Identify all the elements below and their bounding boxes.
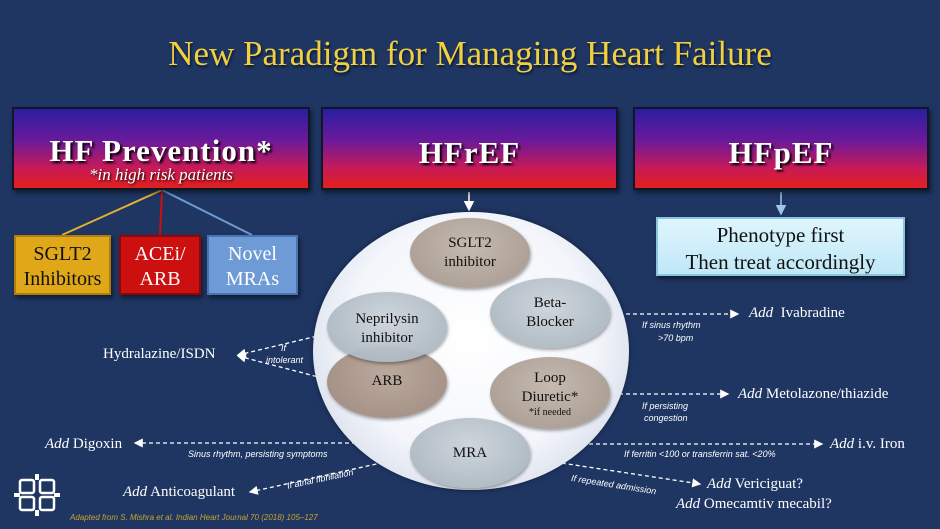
source-credit: Adapted from S. Mishra et al. Indian Hea… [70, 513, 318, 522]
oval-mra-label: MRA [452, 445, 488, 461]
oval-neprilysin-inhibitor: Neprilysin inhibitor [327, 292, 447, 362]
outcome-iron-text: i.v. Iron [857, 436, 905, 452]
oval-loop-line2: Diuretic* [521, 389, 579, 405]
outcome-iron: Add i.v. Iron [830, 436, 905, 453]
tree-line-mra [161, 189, 253, 236]
oval-neprilysin-line1: Neprilysin [355, 311, 419, 327]
cond-ivabradine-1: If sinus rhythm [642, 320, 701, 330]
cond-digoxin: Sinus rhythm, persisting symptoms [188, 449, 328, 459]
cond-metolazone-1: If persisting [642, 401, 689, 411]
oval-sglt2-line1: SGLT2 [448, 235, 492, 251]
outcome-metolazone-text: Metolazone/thiazide [765, 386, 889, 402]
box-pheno-line1: Phenotype first [716, 223, 845, 247]
oval-sglt2-inhibitor: SGLT2 inhibitor [410, 218, 530, 288]
outcome-anticoagulant-prefix: Add [123, 484, 148, 500]
outcome-vericiguat-prefix: Add [707, 476, 732, 492]
outcome-ivabradine-prefix: Add [749, 305, 774, 321]
cond-iron: If ferritin <100 or transferrin sat. <20… [624, 449, 776, 459]
outcome-ivabradine-text: Ivabradine [780, 305, 845, 321]
box-acei-line2: ARB [139, 268, 181, 290]
outcome-omecamtiv-prefix: Add [676, 496, 701, 512]
box-sglt2-inhibitors: SGLT2 Inhibitors [14, 235, 111, 295]
box-phenotype-first: Phenotype first Then treat accordingly [656, 217, 905, 276]
tree-line-sglt2 [61, 189, 163, 236]
tree-line-acei [159, 189, 163, 236]
oval-sglt2-line2: inhibitor [444, 254, 496, 270]
box-novel-mras: Novel MRAs [207, 235, 298, 295]
outcome-metolazone: Add Metolazone/thiazide [738, 386, 888, 403]
outcome-digoxin: Add Digoxin [45, 436, 122, 453]
arrow-anticoagulant [248, 460, 391, 495]
outcome-anticoagulant-text: Anticoagulant [150, 484, 236, 500]
oval-loop-note: *if needed [529, 407, 571, 418]
box-acei-line1: ACEi/ [134, 243, 186, 265]
oval-neprilysin-line2: inhibitor [361, 330, 413, 346]
outcome-metolazone-prefix: Add [738, 386, 763, 402]
outcome-omecamtiv: Add Omecamtiv mecabil? [676, 496, 832, 513]
grid-logo-icon [14, 474, 60, 516]
cond-hydralazine-2: intolerant [266, 355, 304, 365]
slide-title: New Paradigm for Managing Heart Failure [168, 34, 772, 73]
box-mra-line1: Novel [228, 243, 277, 265]
outcome-hydralazine: Hydralazine/ISDN [103, 346, 216, 362]
outcome-ivabradine: Add Ivabradine [749, 305, 845, 322]
oval-beta-line2: Blocker [526, 314, 574, 330]
outcome-vericiguat: Add Vericiguat? [707, 476, 803, 493]
oval-loop-line1: Loop [534, 370, 566, 386]
cond-metolazone-2: congestion [644, 413, 688, 423]
outcome-omecamtiv-text: Omecamtiv mecabil? [703, 496, 832, 512]
header-hfref: HFrEF [321, 107, 618, 190]
header-hf-prevention-subtitle: *in high risk patients [88, 165, 234, 184]
outcome-digoxin-prefix: Add [45, 436, 70, 452]
box-acei-arb: ACEi/ ARB [119, 235, 201, 295]
oval-loop-diuretic: Loop Diuretic* *if needed [490, 357, 610, 429]
header-hf-prevention: HF Prevention* *in high risk patients [12, 107, 310, 190]
box-sglt2-line2: Inhibitors [23, 268, 102, 290]
header-hfpef-title: HFpEF [728, 135, 834, 170]
cond-ivabradine-2: >70 bpm [658, 333, 694, 343]
header-hfpef: HFpEF [633, 107, 929, 190]
box-sglt2-line1: SGLT2 [33, 243, 92, 265]
oval-arb-label: ARB [371, 373, 403, 389]
outcome-iron-prefix: Add [830, 436, 855, 452]
outcome-anticoagulant: Add Anticoagulant [123, 484, 235, 501]
box-mra-line2: MRAs [225, 268, 280, 290]
outcome-vericiguat-text: Vericiguat? [734, 476, 803, 492]
cond-hydralazine-1: If [281, 343, 287, 353]
header-hfref-title: HFrEF [418, 135, 521, 170]
oval-beta-line1: Beta- [533, 295, 567, 311]
arrow-vericiguat [547, 460, 702, 488]
box-pheno-line2: Then treat accordingly [685, 250, 876, 274]
outcome-digoxin-text: Digoxin [72, 436, 123, 452]
oval-beta-blocker: Beta- Blocker [490, 278, 610, 348]
header-hf-prevention-title: HF Prevention* [49, 133, 273, 168]
oval-mra: MRA [410, 418, 530, 488]
